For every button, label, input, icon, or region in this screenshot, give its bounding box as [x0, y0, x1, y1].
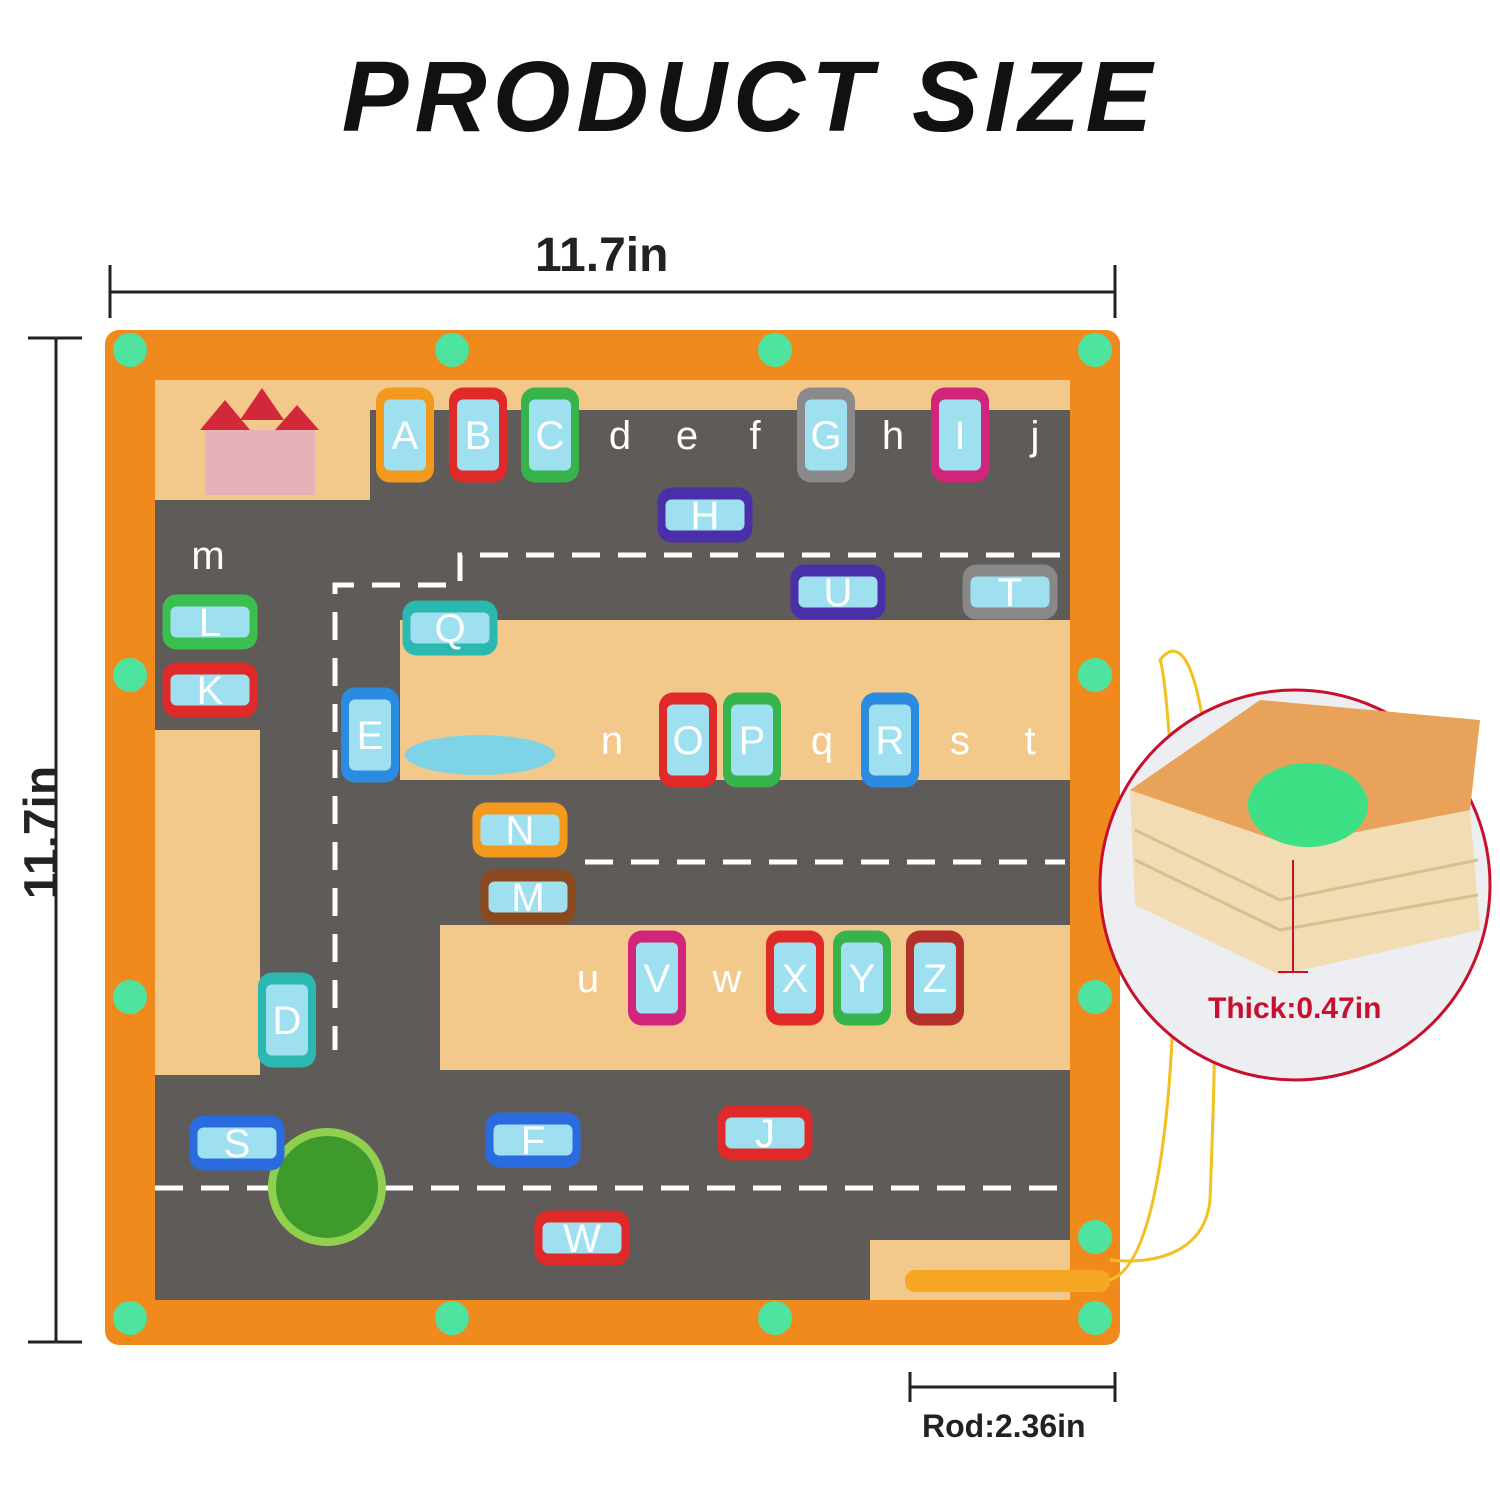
car-letter: G: [810, 414, 841, 458]
rod-dimension-line: [908, 1372, 1117, 1402]
car-piece-M[interactable]: M: [480, 869, 576, 925]
car-piece-X[interactable]: X: [766, 930, 824, 1026]
slot-letter-j: j: [1030, 414, 1040, 458]
empty-slots: d e f h j m n q s t u w: [191, 414, 1039, 1001]
car-letter: A: [392, 414, 419, 458]
peg-icon: [435, 1301, 469, 1335]
peg-icon: [113, 1301, 147, 1335]
peg-icon: [758, 333, 792, 367]
car-letter: J: [755, 1112, 775, 1156]
car-letter: Z: [923, 957, 947, 1001]
car-letter: H: [691, 494, 720, 538]
car-piece-Q[interactable]: Q: [402, 600, 498, 656]
slot-letter-m: m: [191, 534, 224, 578]
slot-letter-n: n: [601, 719, 623, 763]
slot-letter-h: h: [882, 414, 904, 458]
car-letter: K: [197, 669, 224, 713]
car-piece-K[interactable]: K: [162, 662, 258, 718]
car-letter: N: [506, 809, 535, 853]
car-piece-O[interactable]: O: [659, 692, 717, 788]
car-piece-H[interactable]: H: [657, 487, 753, 543]
peg-icon: [113, 333, 147, 367]
frame-pegs: [113, 333, 1112, 1335]
peg-icon: [758, 1301, 792, 1335]
peg-icon: [113, 980, 147, 1014]
car-letter: F: [521, 1119, 545, 1163]
car-letter: U: [824, 571, 853, 615]
slot-letter-u: u: [577, 957, 599, 1001]
slot-letter-f: f: [749, 414, 761, 458]
rod-length-label: Rod:2.36in: [922, 1408, 1086, 1444]
car-piece-J[interactable]: J: [717, 1105, 813, 1161]
car-piece-S[interactable]: S: [189, 1115, 285, 1171]
car-piece-Z[interactable]: Z: [906, 930, 964, 1026]
rod-string: [1109, 649, 1217, 1282]
peg-icon: [1078, 980, 1112, 1014]
car-letter: E: [357, 714, 384, 758]
car-letter: B: [465, 414, 492, 458]
car-letter: W: [563, 1217, 601, 1261]
car-piece-P[interactable]: P: [723, 692, 781, 788]
width-dimension-line: [108, 265, 1117, 318]
car-piece-D[interactable]: D: [258, 972, 316, 1068]
car-piece-C[interactable]: C: [521, 387, 579, 483]
car-piece-N[interactable]: N: [472, 802, 568, 858]
car-letter: O: [672, 719, 703, 763]
car-piece-U[interactable]: U: [790, 564, 886, 620]
peg-icon: [435, 333, 469, 367]
car-letter: X: [782, 957, 809, 1001]
car-piece-E[interactable]: E: [341, 687, 399, 783]
car-letter: C: [536, 414, 565, 458]
thickness-label: Thick:0.47in: [1208, 992, 1382, 1025]
peg-icon: [1078, 1220, 1112, 1254]
car-piece-T[interactable]: T: [962, 564, 1058, 620]
height-label: 11.7in: [15, 765, 69, 900]
thickness-callout: [1098, 688, 1492, 1082]
peg-icon: [113, 658, 147, 692]
car-letter: P: [739, 719, 766, 763]
slot-letter-s: s: [950, 719, 970, 763]
slot-letter-d: d: [609, 414, 631, 458]
car-piece-B[interactable]: B: [449, 387, 507, 483]
width-label: 11.7in: [535, 229, 669, 282]
car-piece-I[interactable]: I: [931, 387, 989, 483]
car-letter: L: [199, 601, 221, 645]
peg-icon: [1078, 333, 1112, 367]
car-piece-G[interactable]: G: [797, 387, 855, 483]
car-piece-Y[interactable]: Y: [833, 930, 891, 1026]
car-letter: S: [224, 1122, 251, 1166]
roundabout-icon: [268, 1128, 386, 1246]
peg-closeup-icon: [1248, 763, 1368, 847]
magnetic-rod[interactable]: [905, 1270, 1110, 1292]
car-piece-R[interactable]: R: [861, 692, 919, 788]
peg-icon: [1078, 658, 1112, 692]
car-piece-L[interactable]: L: [162, 594, 258, 650]
slot-letter-w: w: [712, 957, 742, 1001]
pond-icon: [405, 735, 555, 775]
slot-letter-t: t: [1024, 719, 1035, 763]
car-letter: M: [511, 876, 544, 920]
car-letter: V: [644, 957, 671, 1001]
car-letter: T: [998, 571, 1022, 615]
car-piece-A[interactable]: A: [376, 387, 434, 483]
car-piece-W[interactable]: W: [534, 1210, 630, 1266]
castle-icon: [200, 388, 319, 495]
slot-letter-q: q: [811, 719, 833, 763]
car-letter: D: [273, 999, 302, 1043]
car-letter: I: [954, 414, 965, 458]
car-piece-F[interactable]: F: [485, 1112, 581, 1168]
height-dimension-line: [28, 336, 82, 1344]
car-letter: Q: [434, 607, 465, 651]
car-piece-V[interactable]: V: [628, 930, 686, 1026]
peg-icon: [1078, 1301, 1112, 1335]
car-letter: R: [876, 719, 905, 763]
slot-letter-e: e: [676, 414, 698, 458]
car-letter: Y: [849, 957, 876, 1001]
page-title: PRODUCT SIZE: [341, 41, 1159, 153]
